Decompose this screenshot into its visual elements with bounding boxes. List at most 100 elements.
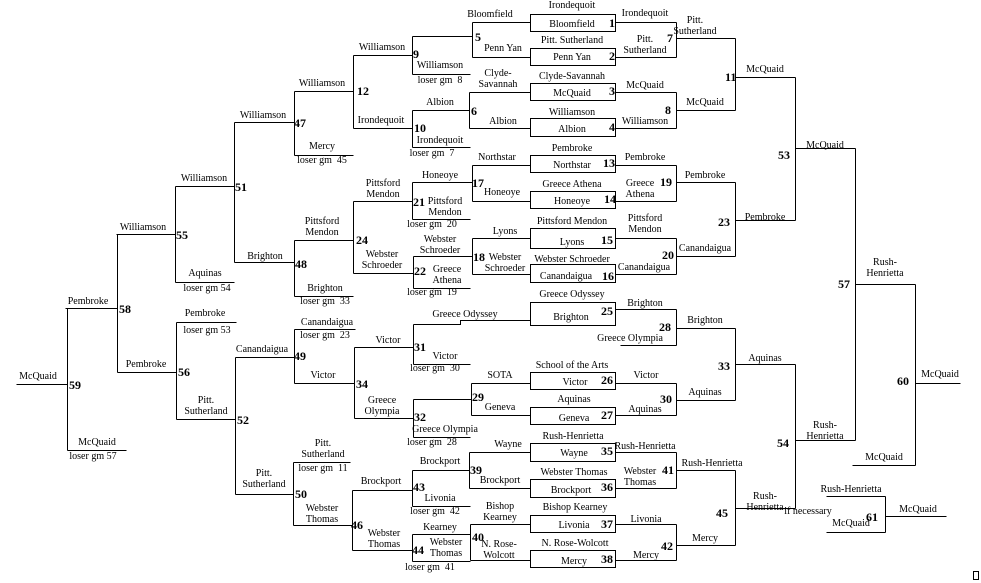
bracket-connector: [412, 452, 531, 489]
game-number: 43: [413, 480, 425, 494]
team-label: Pittsford Mendon: [536, 216, 608, 227]
team-label: Williamson: [548, 107, 596, 118]
game-number: 18: [473, 250, 485, 264]
loser-game-note: loser gm 53: [183, 325, 231, 336]
team-label: Lyons: [492, 226, 518, 237]
game-number: 40: [472, 530, 484, 544]
bracket-connector: [413, 383, 531, 416]
team-label: Livonia: [558, 520, 590, 531]
team-label: Kearney: [423, 522, 457, 533]
bracket-connector: [795, 364, 856, 509]
team-label: Victor: [562, 377, 588, 388]
bracket-connector: [353, 256, 471, 289]
team-label: Victor: [633, 370, 659, 381]
game-number: 6: [471, 104, 477, 118]
game-number: 42: [661, 539, 673, 553]
team-label: N. Rose- Wolcott: [481, 539, 517, 561]
team-label: Penn Yan: [484, 43, 522, 54]
game-box: [530, 191, 616, 209]
team-label: Webster Thomas: [429, 537, 463, 559]
team-label: Victor: [432, 351, 458, 362]
bracket-connector: [175, 122, 235, 263]
bracket-connector: [16, 308, 127, 451]
team-label: McQuaid: [78, 437, 116, 448]
team-label: McQuaid: [921, 369, 959, 380]
team-label: Canandaigua: [539, 271, 593, 282]
team-label: Williamson: [621, 116, 669, 127]
team-label: Geneva: [484, 402, 516, 413]
team-label: Canandaigua: [300, 317, 354, 328]
team-label: Pembroke: [67, 296, 109, 307]
bracket-connector: [413, 238, 531, 275]
game-number: 57: [838, 277, 850, 291]
team-label: Pitt. Sutherland: [623, 34, 667, 56]
bracket-connector: [235, 462, 351, 526]
bracket-connector: [352, 470, 471, 507]
loser-game-note: loser gm 41: [405, 562, 455, 573]
game-number: 16: [602, 269, 614, 283]
bracket-connector: [735, 38, 796, 111]
bracket-connector: [354, 324, 471, 365]
game-number: 24: [356, 233, 368, 247]
bracket-connector: [852, 284, 961, 466]
bracket-connector: [354, 399, 471, 438]
bracket-connector: [735, 470, 796, 546]
team-label: Irondequoit: [416, 135, 464, 146]
game-number: 46: [351, 518, 363, 532]
team-label: Northstar: [478, 152, 516, 163]
team-label: Pittsford Mendon: [365, 178, 401, 200]
team-label: Williamson: [119, 222, 167, 233]
team-label: Webster Schroeder: [361, 249, 403, 271]
bracket-connector: [353, 110, 471, 148]
team-label: Rush-Henrietta: [542, 431, 604, 442]
game-number: 30: [660, 392, 672, 406]
team-label: Mercy: [691, 533, 719, 544]
game-number: 17: [472, 176, 484, 190]
game-number: 59: [69, 378, 81, 392]
team-label: Brighton: [307, 283, 343, 294]
game-number: 11: [725, 70, 737, 84]
team-label: Wayne: [560, 448, 588, 459]
bracket-connector: [294, 55, 354, 129]
bracket-connector: [353, 182, 471, 220]
team-label: Pembroke: [744, 212, 786, 223]
bracket-connector: [412, 524, 531, 561]
bracket-connector: [615, 309, 736, 346]
bracket-connector: [615, 238, 736, 275]
team-label: Pembroke: [125, 359, 167, 370]
bracket-connector: [735, 328, 796, 401]
loser-game-note: loser gm 57: [69, 451, 117, 462]
team-label: Pitt. Sutherland: [184, 395, 228, 417]
team-label: Rush- Henrietta: [866, 257, 904, 279]
team-label: Webster Schroeder: [419, 234, 461, 256]
bracket-connector: [352, 534, 471, 562]
team-label: Brockport: [479, 475, 521, 486]
team-label: Mercy: [560, 556, 588, 567]
team-label: Brockport: [550, 485, 592, 496]
team-label: Greece Athena: [625, 178, 655, 200]
team-label: Mercy: [632, 550, 660, 561]
bracket-connector: [234, 240, 354, 297]
game-number: 47: [294, 116, 306, 130]
team-label: Greece Olympia: [412, 424, 478, 435]
game-number: 12: [357, 84, 369, 98]
game-number: 27: [601, 408, 613, 422]
team-label: Pitt. Sutherland: [301, 438, 345, 460]
team-label: Aquinas: [188, 268, 222, 279]
loser-game-note: loser gm 45: [297, 155, 347, 166]
team-label: Bishop Kearney: [542, 502, 608, 513]
game-number: 25: [601, 304, 613, 318]
team-label: McQuaid: [553, 88, 591, 99]
team-label: Honeoye: [483, 187, 521, 198]
team-label: Williamson: [358, 42, 406, 53]
team-label: Webster Thomas: [540, 467, 608, 478]
game-number: 28: [659, 320, 671, 334]
game-number: 50: [295, 487, 307, 501]
game-number: 1: [609, 16, 615, 30]
bracket-connector: [65, 234, 118, 373]
bracket-connector: [615, 452, 736, 489]
team-label: Honeoye: [421, 170, 459, 181]
game-number: 33: [718, 359, 730, 373]
game-number: 31: [414, 340, 426, 354]
